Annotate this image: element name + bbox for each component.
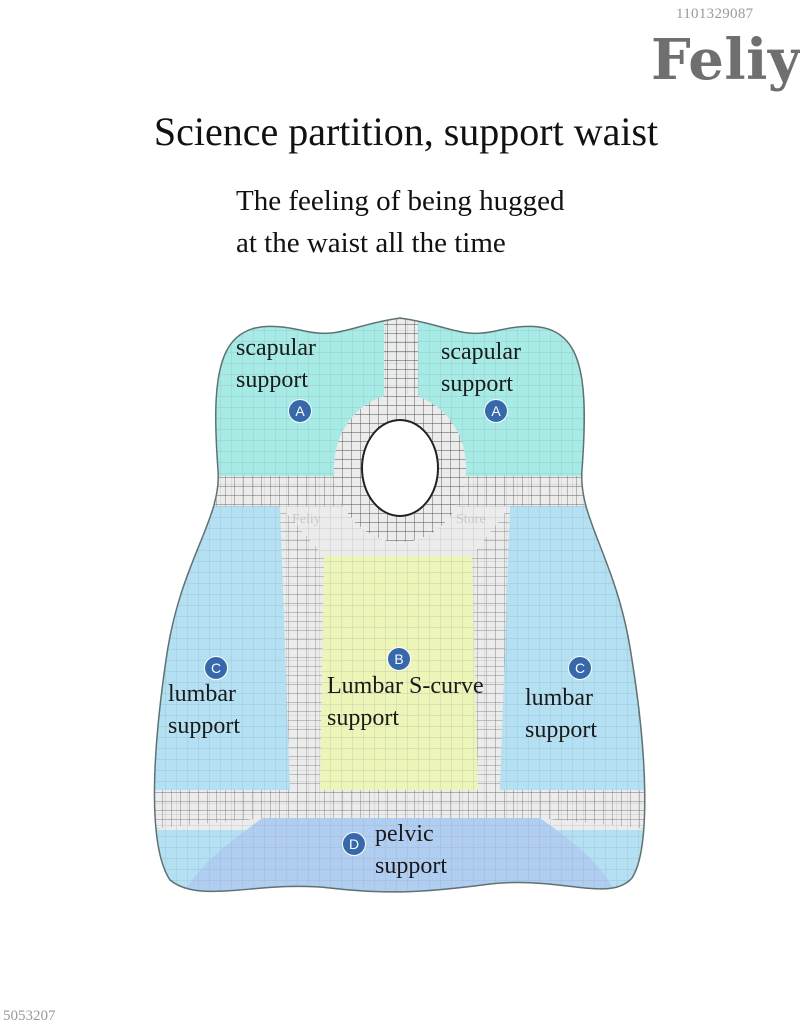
label-scapular-left: scapular support bbox=[236, 332, 316, 396]
badge-a-left: A bbox=[288, 399, 312, 423]
badge-a-right: A bbox=[484, 399, 508, 423]
badge-c-left: C bbox=[204, 656, 228, 680]
label-line: lumbar bbox=[168, 681, 236, 707]
product-code-bottom: 5053207 bbox=[3, 1008, 56, 1024]
subtitle: The feeling of being hugged at the waist… bbox=[236, 180, 565, 264]
label-lumbar-left: lumbar support bbox=[168, 678, 240, 742]
badge-d: D bbox=[342, 832, 366, 856]
label-line: Lumbar S-curve bbox=[327, 673, 484, 699]
label-line: support bbox=[441, 371, 513, 397]
page-title: Science partition, support waist bbox=[153, 109, 659, 154]
label-lumbar-right: lumbar support bbox=[525, 682, 597, 746]
label-lumbar-center: Lumbar S-curve support bbox=[327, 670, 484, 734]
subtitle-line-1: The feeling of being hugged bbox=[236, 185, 565, 217]
product-code-top: 1101329087 bbox=[676, 6, 754, 22]
watermark-right: Store bbox=[456, 512, 486, 527]
label-line: support bbox=[327, 705, 399, 731]
label-scapular-right: scapular support bbox=[441, 336, 521, 400]
cushion-outline bbox=[153, 317, 646, 893]
badge-c-right: C bbox=[568, 656, 592, 680]
label-line: support bbox=[375, 853, 447, 879]
label-line: support bbox=[168, 713, 240, 739]
label-line: pelvic bbox=[375, 821, 434, 847]
label-line: support bbox=[236, 367, 308, 393]
subtitle-line-2: at the waist all the time bbox=[236, 227, 506, 259]
label-line: scapular bbox=[441, 339, 521, 365]
label-line: scapular bbox=[236, 335, 316, 361]
label-line: lumbar bbox=[525, 685, 593, 711]
watermark-left: Feliy bbox=[292, 512, 321, 527]
brand-logo: Feliy bbox=[651, 27, 800, 93]
label-line: support bbox=[525, 717, 597, 743]
head-hole bbox=[334, 394, 466, 542]
badge-b: B bbox=[387, 647, 411, 671]
label-pelvic: pelvic support bbox=[375, 818, 447, 882]
